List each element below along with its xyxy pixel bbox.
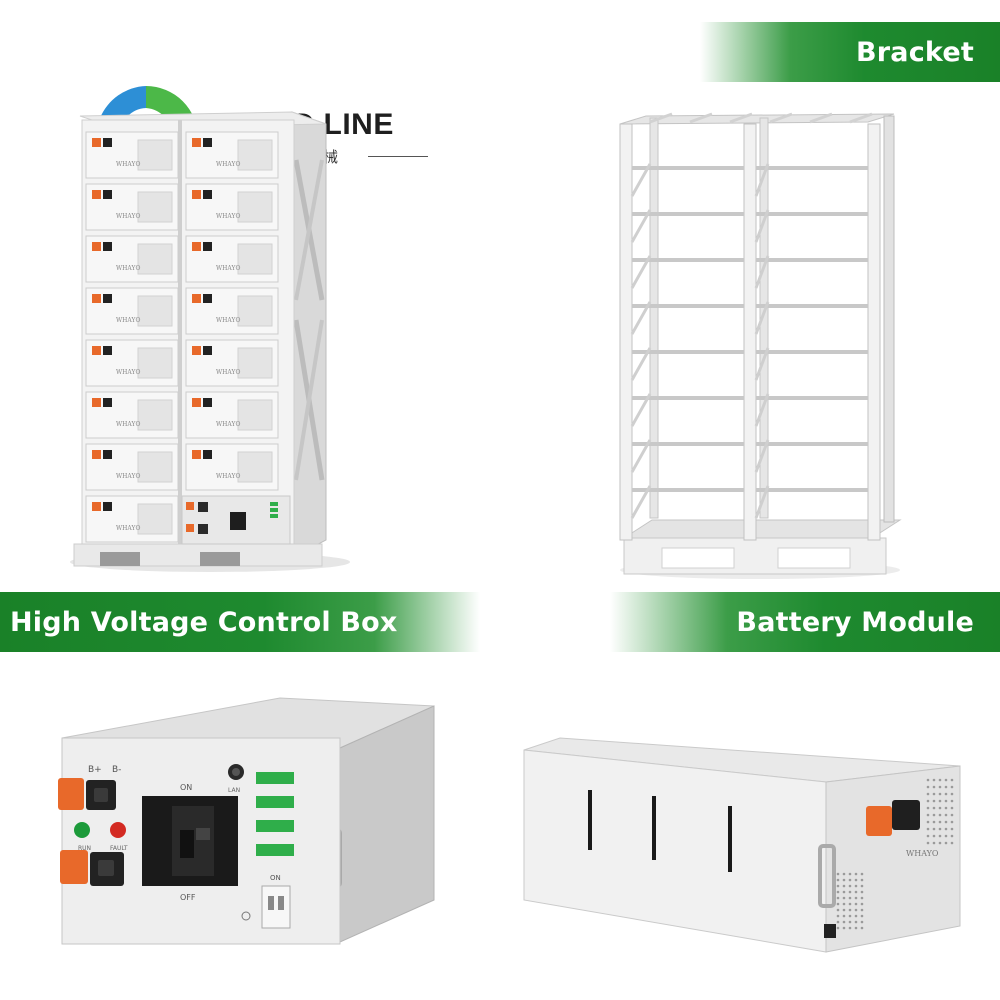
rack-battery-module: WHAYO [85, 391, 179, 439]
connector-1[interactable] [256, 772, 294, 784]
rack-module-brand: WHAYO [216, 473, 240, 480]
connector-4[interactable] [256, 844, 294, 856]
control-box-banner: High Voltage Control Box [0, 592, 480, 652]
control-box-banner-label: High Voltage Control Box [10, 606, 398, 638]
bracket-shelf [630, 255, 868, 289]
module-terminal-positive[interactable] [866, 806, 892, 836]
run-indicator [74, 822, 90, 838]
rack-battery-module: WHAYO [185, 235, 279, 283]
rack-battery-module: WHAYO [185, 131, 279, 179]
rack-module-brand: WHAYO [216, 161, 240, 168]
rack-left-column: WHAYO WHAYO WHAYO WHAYO WHAYO WHAYO WHAYO WHAYO [85, 131, 179, 543]
rack-module-brand: WHAYO [216, 213, 240, 220]
bracket-image [610, 108, 910, 583]
rack-battery-module: WHAYO [185, 443, 279, 491]
rack-battery-module: WHAYO [85, 287, 179, 335]
rack-module-brand: WHAYO [216, 265, 240, 272]
rack-module-brand: WHAYO [216, 421, 240, 428]
b-plus-label: B+ [88, 765, 102, 775]
rack-battery-module: WHAYO [85, 339, 179, 387]
fault-label: FAULT [110, 845, 128, 852]
rack-battery-module: WHAYO [85, 235, 179, 283]
rack-battery-module: WHAYO [85, 183, 179, 231]
module-vent-mesh [836, 778, 954, 930]
rack-battery-module: WHAYO [85, 443, 179, 491]
rack-module-brand: WHAYO [216, 369, 240, 376]
rack-battery-module: WHAYO [185, 183, 279, 231]
rack-module-brand: WHAYO [216, 317, 240, 324]
bracket-shelf [630, 301, 868, 335]
rack-battery-module: WHAYO [85, 131, 179, 179]
rack-module-brand: WHAYO [116, 473, 140, 480]
control-box-image: B+ B- RUN FAULT ON OFF LAN ON [40, 690, 440, 960]
bracket-shelf [630, 163, 868, 197]
fault-indicator [110, 822, 126, 838]
connector-3[interactable] [256, 820, 294, 832]
bracket-shelf [630, 393, 868, 427]
module-brand: WHAYO [906, 849, 939, 858]
connector-2[interactable] [256, 796, 294, 808]
bracket-shelf [630, 347, 868, 381]
rack-module-brand: WHAYO [116, 525, 140, 532]
rack-module-brand: WHAYO [116, 213, 140, 220]
logo-divider-right [368, 156, 428, 157]
bracket-banner-label: Bracket [856, 36, 974, 68]
rack-module-brand: WHAYO [116, 265, 140, 272]
module-terminal-negative[interactable] [892, 800, 920, 830]
breaker-on-label: ON [270, 874, 281, 882]
rack-battery-module: WHAYO [85, 495, 179, 543]
rack-module-brand: WHAYO [116, 317, 140, 324]
battery-module-banner-label: Battery Module [736, 606, 974, 638]
run-label: RUN [78, 845, 91, 852]
bracket-banner: Bracket [700, 22, 1000, 82]
battery-module-banner: Battery Module [610, 592, 1000, 652]
bracket-shelf [630, 209, 868, 243]
bracket-shelves [630, 112, 873, 519]
bracket-shelf [630, 485, 868, 519]
rack-battery-module: WHAYO [185, 287, 279, 335]
switch-off-label: OFF [180, 893, 196, 902]
b-minus-label: B- [112, 765, 121, 775]
lan-label: LAN [228, 787, 240, 794]
rack-module-brand: WHAYO [116, 161, 140, 168]
battery-module-image: WHAYO [520, 730, 970, 960]
rack-battery-module: WHAYO [185, 339, 279, 387]
b-plus-terminal[interactable] [58, 778, 84, 810]
bracket-shelf [630, 439, 868, 473]
rack-module-brand: WHAYO [116, 421, 140, 428]
switch-on-label: ON [180, 783, 192, 792]
rack-module-brand: WHAYO [116, 369, 140, 376]
small-breaker[interactable] [261, 885, 291, 929]
rack-battery-module: WHAYO [185, 391, 279, 439]
b-minus-terminal[interactable] [60, 850, 88, 884]
